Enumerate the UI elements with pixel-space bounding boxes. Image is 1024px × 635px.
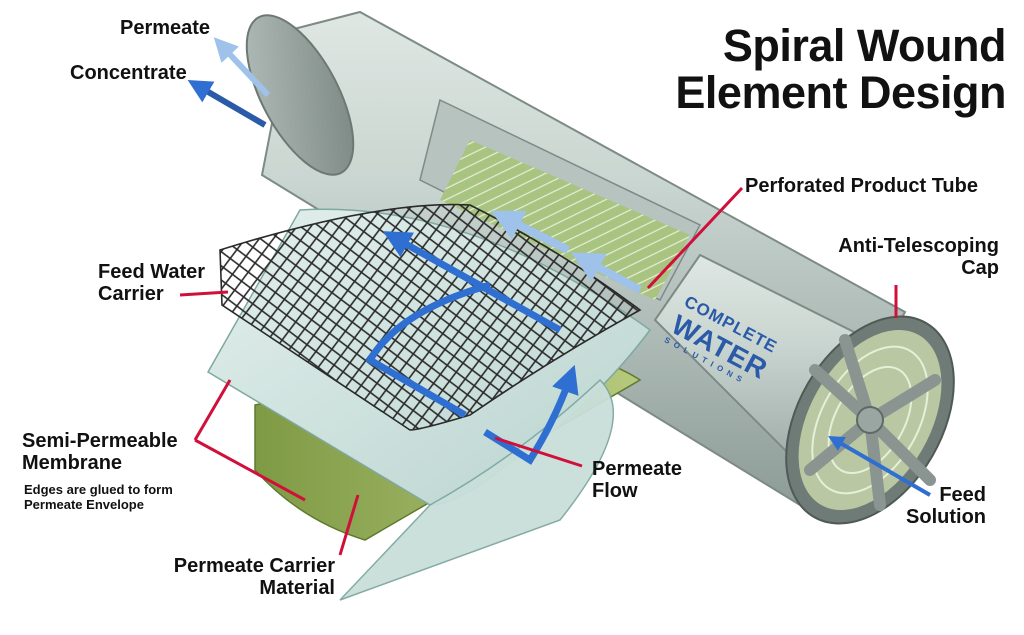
label-feed-water-line-2: Carrier xyxy=(98,283,164,306)
title-line-2: Element Design xyxy=(675,67,1006,119)
leader-permeate-flow xyxy=(494,436,583,468)
label-anti-telescoping-line-1: Anti-Telescoping xyxy=(838,235,999,257)
leader-permeate-carrier xyxy=(338,494,360,556)
leader-membrane xyxy=(193,379,306,502)
anti-telescoping-cap xyxy=(785,315,955,525)
flow-arrow-3 xyxy=(483,364,579,465)
title-line-1: Spiral Wound xyxy=(722,20,1007,71)
diagram-title: Spiral Wound Element Design xyxy=(675,22,1006,117)
label-feed-solution: Feed Solution xyxy=(906,484,986,529)
label-permeate: Permeate xyxy=(120,17,211,39)
label-membrane-note-line-2: Permeate Envelope xyxy=(24,496,144,512)
label-semi-permeable-membrane: Semi-Permeable Membrane xyxy=(22,430,178,475)
feed-water-carrier-mesh xyxy=(219,203,642,431)
leader-feed-water xyxy=(179,290,229,297)
label-anti-telescoping-line-2: Cap xyxy=(961,257,999,280)
label-membrane-note-line-1: Edges are glued to form xyxy=(24,482,173,497)
label-feed-water-carrier: Feed Water Carrier xyxy=(98,261,205,306)
label-permeate-carrier-line-1: Permeate Carrier xyxy=(173,555,335,577)
label-permeate-flow-line-1: Permeate xyxy=(592,458,683,480)
permeate-outlet-arrow xyxy=(213,37,271,98)
label-feed-water-line-1: Feed Water xyxy=(98,261,206,283)
label-concentrate: Concentrate xyxy=(70,62,187,84)
product-tube-arrows xyxy=(490,210,642,294)
label-perforated-tube: Perforated Product Tube xyxy=(745,175,978,197)
leader-perforated-tube xyxy=(646,186,744,290)
label-permeate-flow-line-2: Flow xyxy=(592,480,638,503)
label-feed-solution-line-2: Solution xyxy=(906,506,986,529)
permeate-flow-arrows xyxy=(365,231,579,465)
label-anti-telescoping-cap: Anti-Telescoping Cap xyxy=(838,235,999,280)
label-membrane-line-2: Membrane xyxy=(22,452,123,475)
label-permeate-flow: Permeate Flow xyxy=(592,458,682,503)
label-feed-solution-line-1: Feed xyxy=(939,484,986,506)
feed-solution-arrow xyxy=(828,435,932,497)
label-membrane-line-1: Semi-Permeable xyxy=(22,430,178,452)
label-membrane-note: Edges are glued to form Permeate Envelop… xyxy=(24,482,173,512)
flow-arrow-1 xyxy=(382,231,562,334)
left-end-cap xyxy=(245,14,355,176)
concentrate-outlet-arrow xyxy=(187,79,267,128)
label-permeate-carrier-material: Permeate Carrier Material xyxy=(153,555,335,600)
label-permeate-carrier-line-2: Material xyxy=(259,577,335,600)
flow-arrow-2 xyxy=(365,281,491,419)
leader-lines xyxy=(179,186,898,556)
